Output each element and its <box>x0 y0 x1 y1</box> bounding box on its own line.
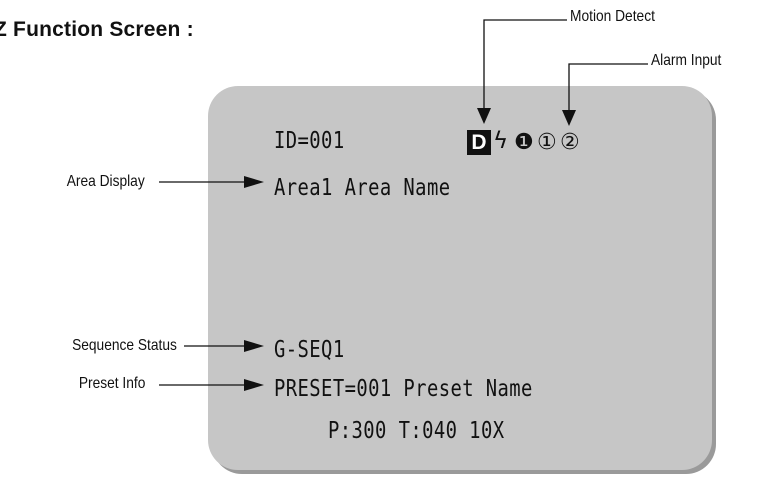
osd-sequence: G-SEQ1 <box>274 337 345 363</box>
osd-area: Area1 Area Name <box>274 175 451 201</box>
osd-screen <box>208 86 712 470</box>
alarm-input-1-icon: ❶ <box>514 130 534 155</box>
alarm-input-arrowhead <box>562 110 576 126</box>
area-display-arrowhead <box>244 176 264 188</box>
sequence-status-arrowhead <box>244 340 264 352</box>
page-heading: Z Function Screen : <box>0 18 194 41</box>
alarm-input-leader <box>568 63 648 112</box>
sequence-status-label: Sequence Status <box>72 337 177 354</box>
motion-detect-leader <box>483 19 567 110</box>
osd-ptz-values: P:300 T:040 10X <box>328 418 505 444</box>
motion-detect-label: Motion Detect <box>570 8 655 25</box>
motion-detect-icon: D <box>467 130 491 155</box>
motion-detect-arrowhead <box>477 108 491 124</box>
preset-info-label: Preset Info <box>78 375 145 392</box>
alarm-input-label: Alarm Input <box>651 52 722 69</box>
alarm-input-2-icon: ① <box>537 130 557 155</box>
lightning-icon: ϟ <box>493 128 509 154</box>
alarm-input-3-icon: ② <box>560 130 580 155</box>
osd-id: ID=001 <box>274 128 345 154</box>
preset-info-arrowhead <box>244 379 264 391</box>
osd-preset: PRESET=001 Preset Name <box>274 376 533 402</box>
area-display-label: Area Display <box>66 173 145 190</box>
